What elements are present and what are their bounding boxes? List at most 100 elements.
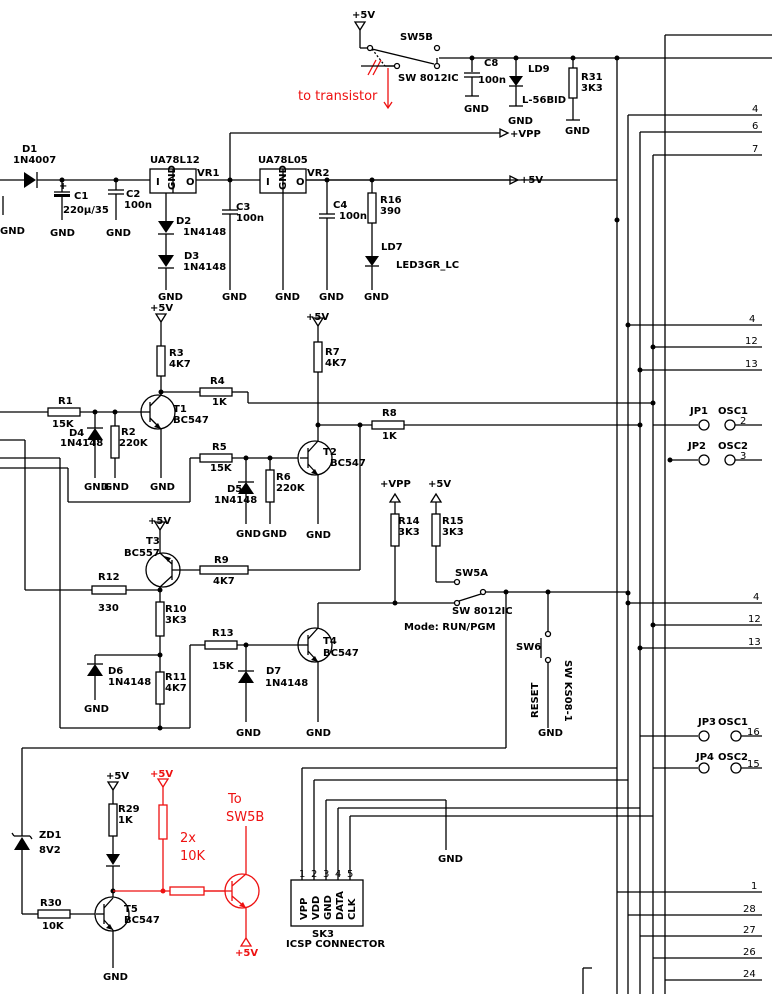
svg-text:330: 330 (98, 603, 119, 614)
svg-text:10K: 10K (42, 921, 65, 932)
svg-text:1N4148: 1N4148 (214, 495, 257, 506)
svg-text:3K3: 3K3 (165, 615, 187, 626)
svg-text:GND: GND (150, 482, 175, 493)
svg-text:O: O (296, 177, 305, 188)
socket-pin-26: 26 (743, 947, 756, 958)
red-plus5v-label: +5V (150, 769, 173, 780)
pullup-value: 10K (180, 849, 206, 864)
svg-text:JP2: JP2 (687, 441, 706, 452)
svg-text:BC547: BC547 (330, 458, 366, 469)
svg-text:BC547: BC547 (323, 648, 359, 659)
svg-text:100n: 100n (124, 200, 152, 211)
svg-text:R4: R4 (210, 376, 225, 387)
jumper-jp1-osc1: JP1 OSC1 2 (653, 406, 762, 431)
icsp-pin-3: 3 (323, 869, 329, 880)
svg-text:I: I (266, 177, 270, 188)
svg-text:GND: GND (508, 116, 533, 127)
svg-text:OSC2: OSC2 (718, 441, 748, 452)
socket-pin-28: 28 (743, 904, 756, 915)
svg-text:GND: GND (306, 530, 331, 541)
svg-text:LD9: LD9 (528, 64, 550, 75)
svg-text:R15: R15 (442, 516, 464, 527)
icsp-pin-5: 5 (347, 869, 353, 880)
svg-text:GND: GND (103, 972, 128, 983)
svg-text:R29: R29 (118, 804, 140, 815)
icsp-pin-2: 2 (311, 869, 317, 880)
svg-text:220µ/35: 220µ/35 (63, 205, 109, 216)
socket-pin-1: 1 (751, 881, 757, 892)
svg-text:R1: R1 (58, 396, 73, 407)
svg-text:D2: D2 (176, 216, 191, 227)
regulator-vr1: I O GND UA78L12 VR1 D2 1N4148 D3 1N4148 … (149, 155, 260, 303)
jumper-jp2-osc2: JP2 OSC2 3 (667, 441, 762, 466)
resistor-r4: R4 1K (161, 376, 653, 408)
svg-text:R5: R5 (212, 442, 227, 453)
socket-pin-7: 7 (752, 144, 758, 155)
svg-text:OSC1: OSC1 (718, 717, 748, 728)
svg-text:T1: T1 (173, 404, 187, 415)
svg-text:GND: GND (319, 292, 344, 303)
svg-text:4K7: 4K7 (169, 359, 191, 370)
icsp-pin-vpp: VPP (299, 898, 310, 920)
svg-text:T2: T2 (323, 447, 337, 458)
svg-text:GND: GND (106, 228, 131, 239)
transistor-t3: +5V T3 BC557 (124, 516, 200, 602)
svg-text:4K7: 4K7 (165, 683, 187, 694)
svg-text:3K3: 3K3 (581, 83, 603, 94)
socket-pin-4b: 4 (749, 314, 755, 325)
resistor-r16-led-ld7: R16 390 LD7 LED3GR_LC GND (364, 177, 459, 303)
svg-text:R6: R6 (276, 472, 291, 483)
svg-text:JP1: JP1 (689, 406, 708, 417)
regulator-vr2: I O GND +5V UA78L05 VR2 GND (258, 155, 543, 303)
diode-d7: D7 1N4148 GND (236, 645, 308, 739)
svg-text:1K: 1K (212, 397, 228, 408)
icsp-connector-sk3: GND 1 2 3 4 5 VPP VDD GND DATA CLK SK3 I… (286, 767, 653, 950)
icsp-pin-vdd: VDD (311, 896, 322, 920)
svg-text:1N4148: 1N4148 (265, 678, 308, 689)
svg-text:GND: GND (158, 292, 183, 303)
svg-text:R9: R9 (214, 555, 229, 566)
svg-text:R12: R12 (98, 572, 120, 583)
svg-text:100n: 100n (339, 211, 367, 222)
svg-text:GND: GND (278, 165, 289, 190)
svg-text:ZD1: ZD1 (39, 830, 62, 841)
svg-text:D7: D7 (266, 666, 281, 677)
resistor-r10: R10 3K3 (155, 601, 187, 672)
svg-text:GND: GND (275, 292, 300, 303)
resistor-r30: R30 10K (37, 898, 96, 932)
icsp-pin-clk: CLK (347, 897, 358, 920)
svg-text:Mode: RUN/PGM: Mode: RUN/PGM (404, 622, 496, 633)
socket-bus-lines (582, 34, 772, 994)
resistor-r29-led: +5V R29 1K (106, 771, 140, 898)
svg-text:+5V: +5V (352, 10, 375, 21)
svg-text:15K: 15K (210, 463, 233, 474)
svg-text:OSC1: OSC1 (718, 406, 748, 417)
resistor-r1: R1 15K (47, 396, 140, 430)
top-plus5v-supply: +5V (352, 10, 375, 49)
svg-text:1K: 1K (382, 431, 398, 442)
icsp-pin-gnd: GND (323, 895, 334, 920)
transistor-t5: GND T5 BC547 (94, 896, 160, 983)
sw5a-lower-wires (22, 592, 507, 749)
svg-text:GND: GND (0, 226, 25, 237)
power-input-and-d1: D1 1N4007 GND (0, 144, 150, 237)
svg-text:T3: T3 (146, 536, 160, 547)
svg-text:SK3: SK3 (312, 929, 334, 940)
svg-text:R8: R8 (382, 408, 397, 419)
capacitor-c2: C2 100n GND (106, 177, 152, 239)
svg-text:JP3: JP3 (697, 717, 716, 728)
svg-text:15K: 15K (52, 419, 75, 430)
svg-text:SW KS08-1: SW KS08-1 (562, 660, 573, 722)
diode-d6: D6 1N4148 GND (84, 654, 160, 715)
svg-text:I: I (156, 177, 160, 188)
to-sw5b-note-line1: To (227, 792, 242, 807)
svg-text:R31: R31 (581, 72, 603, 83)
svg-text:8V2: 8V2 (39, 845, 61, 856)
svg-text:D4: D4 (69, 428, 84, 439)
transistor-t1: +5V GND T1 BC547 R3 4K7 (140, 303, 209, 493)
svg-text:RESET: RESET (530, 682, 541, 718)
svg-text:UA78L05: UA78L05 (258, 155, 308, 166)
svg-text:SW5A: SW5A (455, 568, 488, 579)
socket-pin-24: 24 (743, 969, 756, 980)
svg-text:SW 8012IC: SW 8012IC (452, 606, 513, 617)
